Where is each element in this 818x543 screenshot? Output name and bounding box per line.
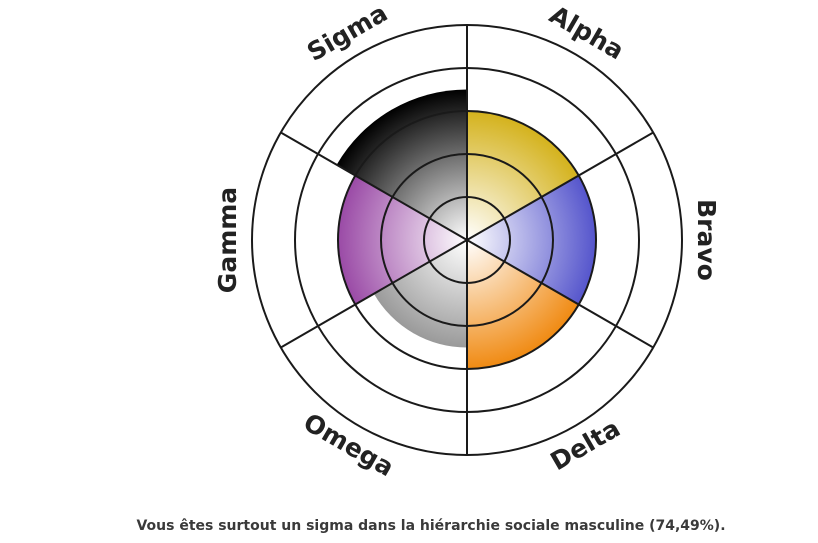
grid-spoke <box>280 239 468 349</box>
label-bravo: Bravo <box>692 199 721 281</box>
wedge-bravo <box>467 175 596 305</box>
grid-spoke <box>280 131 468 241</box>
wedge-sigma <box>336 89 467 240</box>
grid-spoke <box>466 239 654 349</box>
grid-layer <box>251 24 683 456</box>
label-sigma: Sigma <box>302 0 392 67</box>
wedge-gamma <box>338 175 467 305</box>
label-delta: Delta <box>545 413 625 476</box>
wedge-omega <box>373 240 467 348</box>
label-gamma: Gamma <box>213 187 242 293</box>
label-alpha: Alpha <box>545 0 629 65</box>
result-caption: Vous êtes surtout un sigma dans la hiéra… <box>136 518 726 534</box>
grid-spoke <box>466 131 654 241</box>
